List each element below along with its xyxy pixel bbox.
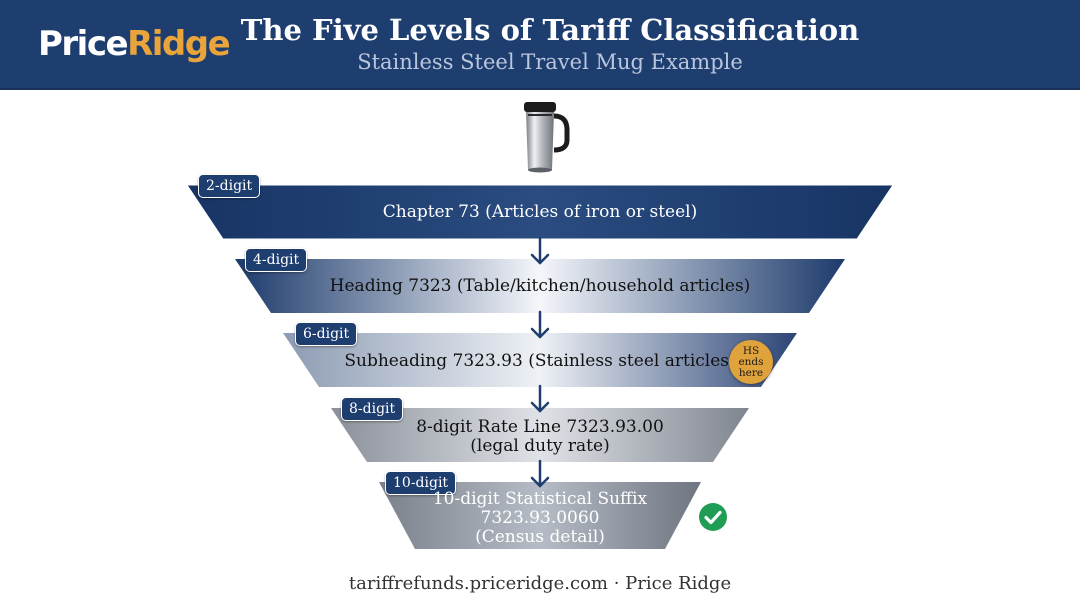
level-2-line: Heading 7323 (Table/kitchen/household ar…	[329, 276, 751, 296]
level-3-text: Subheading 7323.93 (Stainless steel arti…	[330, 352, 750, 371]
page-title: The Five Levels of Tariff Classification	[240, 13, 860, 47]
level-5-text: 10-digit Statistical Suffix 7323.93.0060…	[410, 490, 670, 547]
arrow-down-icon	[530, 384, 550, 413]
logo-part-price: Price	[38, 24, 129, 64]
level-2-text: Heading 7323 (Table/kitchen/household ar…	[300, 277, 780, 296]
logo-part-ridge: Ridge	[127, 24, 231, 64]
travel-mug-icon	[524, 102, 570, 173]
hs-badge-line-3: here	[738, 366, 764, 379]
arrow-down-icon	[530, 310, 550, 339]
level-3-band	[283, 333, 797, 387]
price-ridge-logo[interactable]: PriceRidge	[38, 22, 231, 66]
level-1-line: Chapter 73 (Articles of iron or steel)	[382, 202, 698, 222]
level-2-band	[235, 259, 845, 313]
level-5-line-2: 7323.93.0060	[480, 508, 600, 528]
level-5-line-1: 10-digit Statistical Suffix	[432, 489, 648, 509]
level-5-line-3: (Census detail)	[475, 527, 605, 547]
level-3-line: Subheading 7323.93 (Stainless steel arti…	[344, 351, 736, 371]
level-2-digit-badge: 4-digit	[245, 248, 308, 272]
level-4-digit-badge: 8-digit	[341, 397, 404, 421]
level-4-band	[331, 408, 749, 462]
hs-badge-line-1: HS	[742, 344, 760, 357]
check-circle-icon	[699, 503, 727, 531]
level-4-line-2: (legal duty rate)	[470, 436, 610, 456]
footer-attribution[interactable]: tariffrefunds.priceridge.com · Price Rid…	[348, 573, 732, 594]
level-3-digit-badge: 6-digit	[295, 322, 358, 346]
arrow-down-icon	[530, 459, 550, 488]
level-1-digit-badge: 2-digit	[198, 174, 261, 198]
header-bar: PriceRidge The Five Levels of Tariff Cla…	[0, 0, 1080, 90]
level-1-band	[186, 184, 894, 240]
page-subtitle: Stainless Steel Travel Mug Example	[357, 50, 743, 74]
level-1-text: Chapter 73 (Articles of iron or steel)	[300, 203, 780, 222]
hs-ends-here-badge: HS ends here	[729, 340, 773, 384]
level-4-line-1: 8-digit Rate Line 7323.93.00	[416, 417, 664, 437]
hs-badge-line-2: ends	[738, 355, 764, 368]
level-5-digit-badge: 10-digit	[385, 471, 457, 495]
level-4-text: 8-digit Rate Line 7323.93.00 (legal duty…	[380, 418, 700, 456]
arrow-down-icon	[530, 236, 550, 265]
level-5-band	[379, 482, 701, 549]
